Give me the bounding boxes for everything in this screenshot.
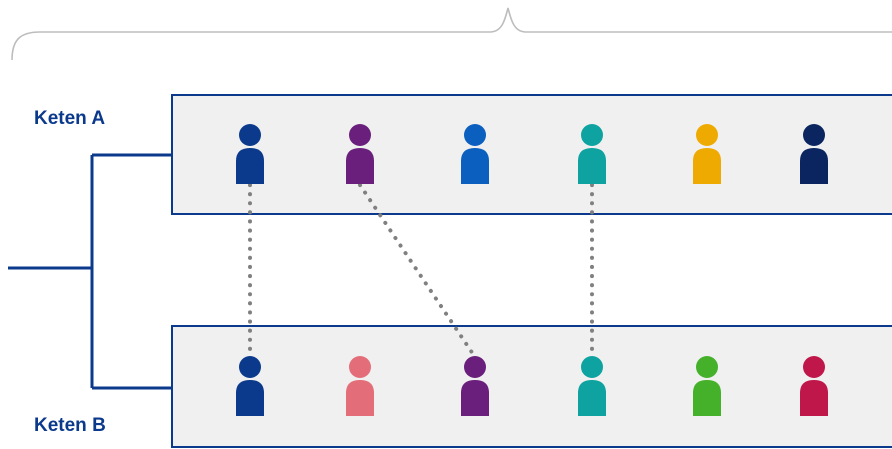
chain-b-person-icon-3 <box>578 356 606 416</box>
top-brace <box>11 7 892 61</box>
chain-a-person-icon-4 <box>693 124 721 184</box>
chain-b-person-icon-5 <box>800 356 828 416</box>
chain-a-label: Keten A <box>34 108 106 129</box>
chain-a-person-icon-5 <box>800 124 828 184</box>
chain-a-person-icon-3 <box>578 124 606 184</box>
chain-b-person-icon-1 <box>346 356 374 416</box>
chain-a-person-icon-1 <box>346 124 374 184</box>
chain-b-person-icon-4 <box>693 356 721 416</box>
chain-a-box <box>171 94 892 215</box>
chain-b-label: Keten B <box>34 415 106 436</box>
link-dotted-line-1 <box>358 183 477 359</box>
chain-b-box <box>171 325 892 448</box>
chain-b-person-icon-2 <box>461 356 489 416</box>
chain-a-person-icon-2 <box>461 124 489 184</box>
chain-b-person-icon-0 <box>236 356 264 416</box>
chain-a-person-icon-0 <box>236 124 264 184</box>
